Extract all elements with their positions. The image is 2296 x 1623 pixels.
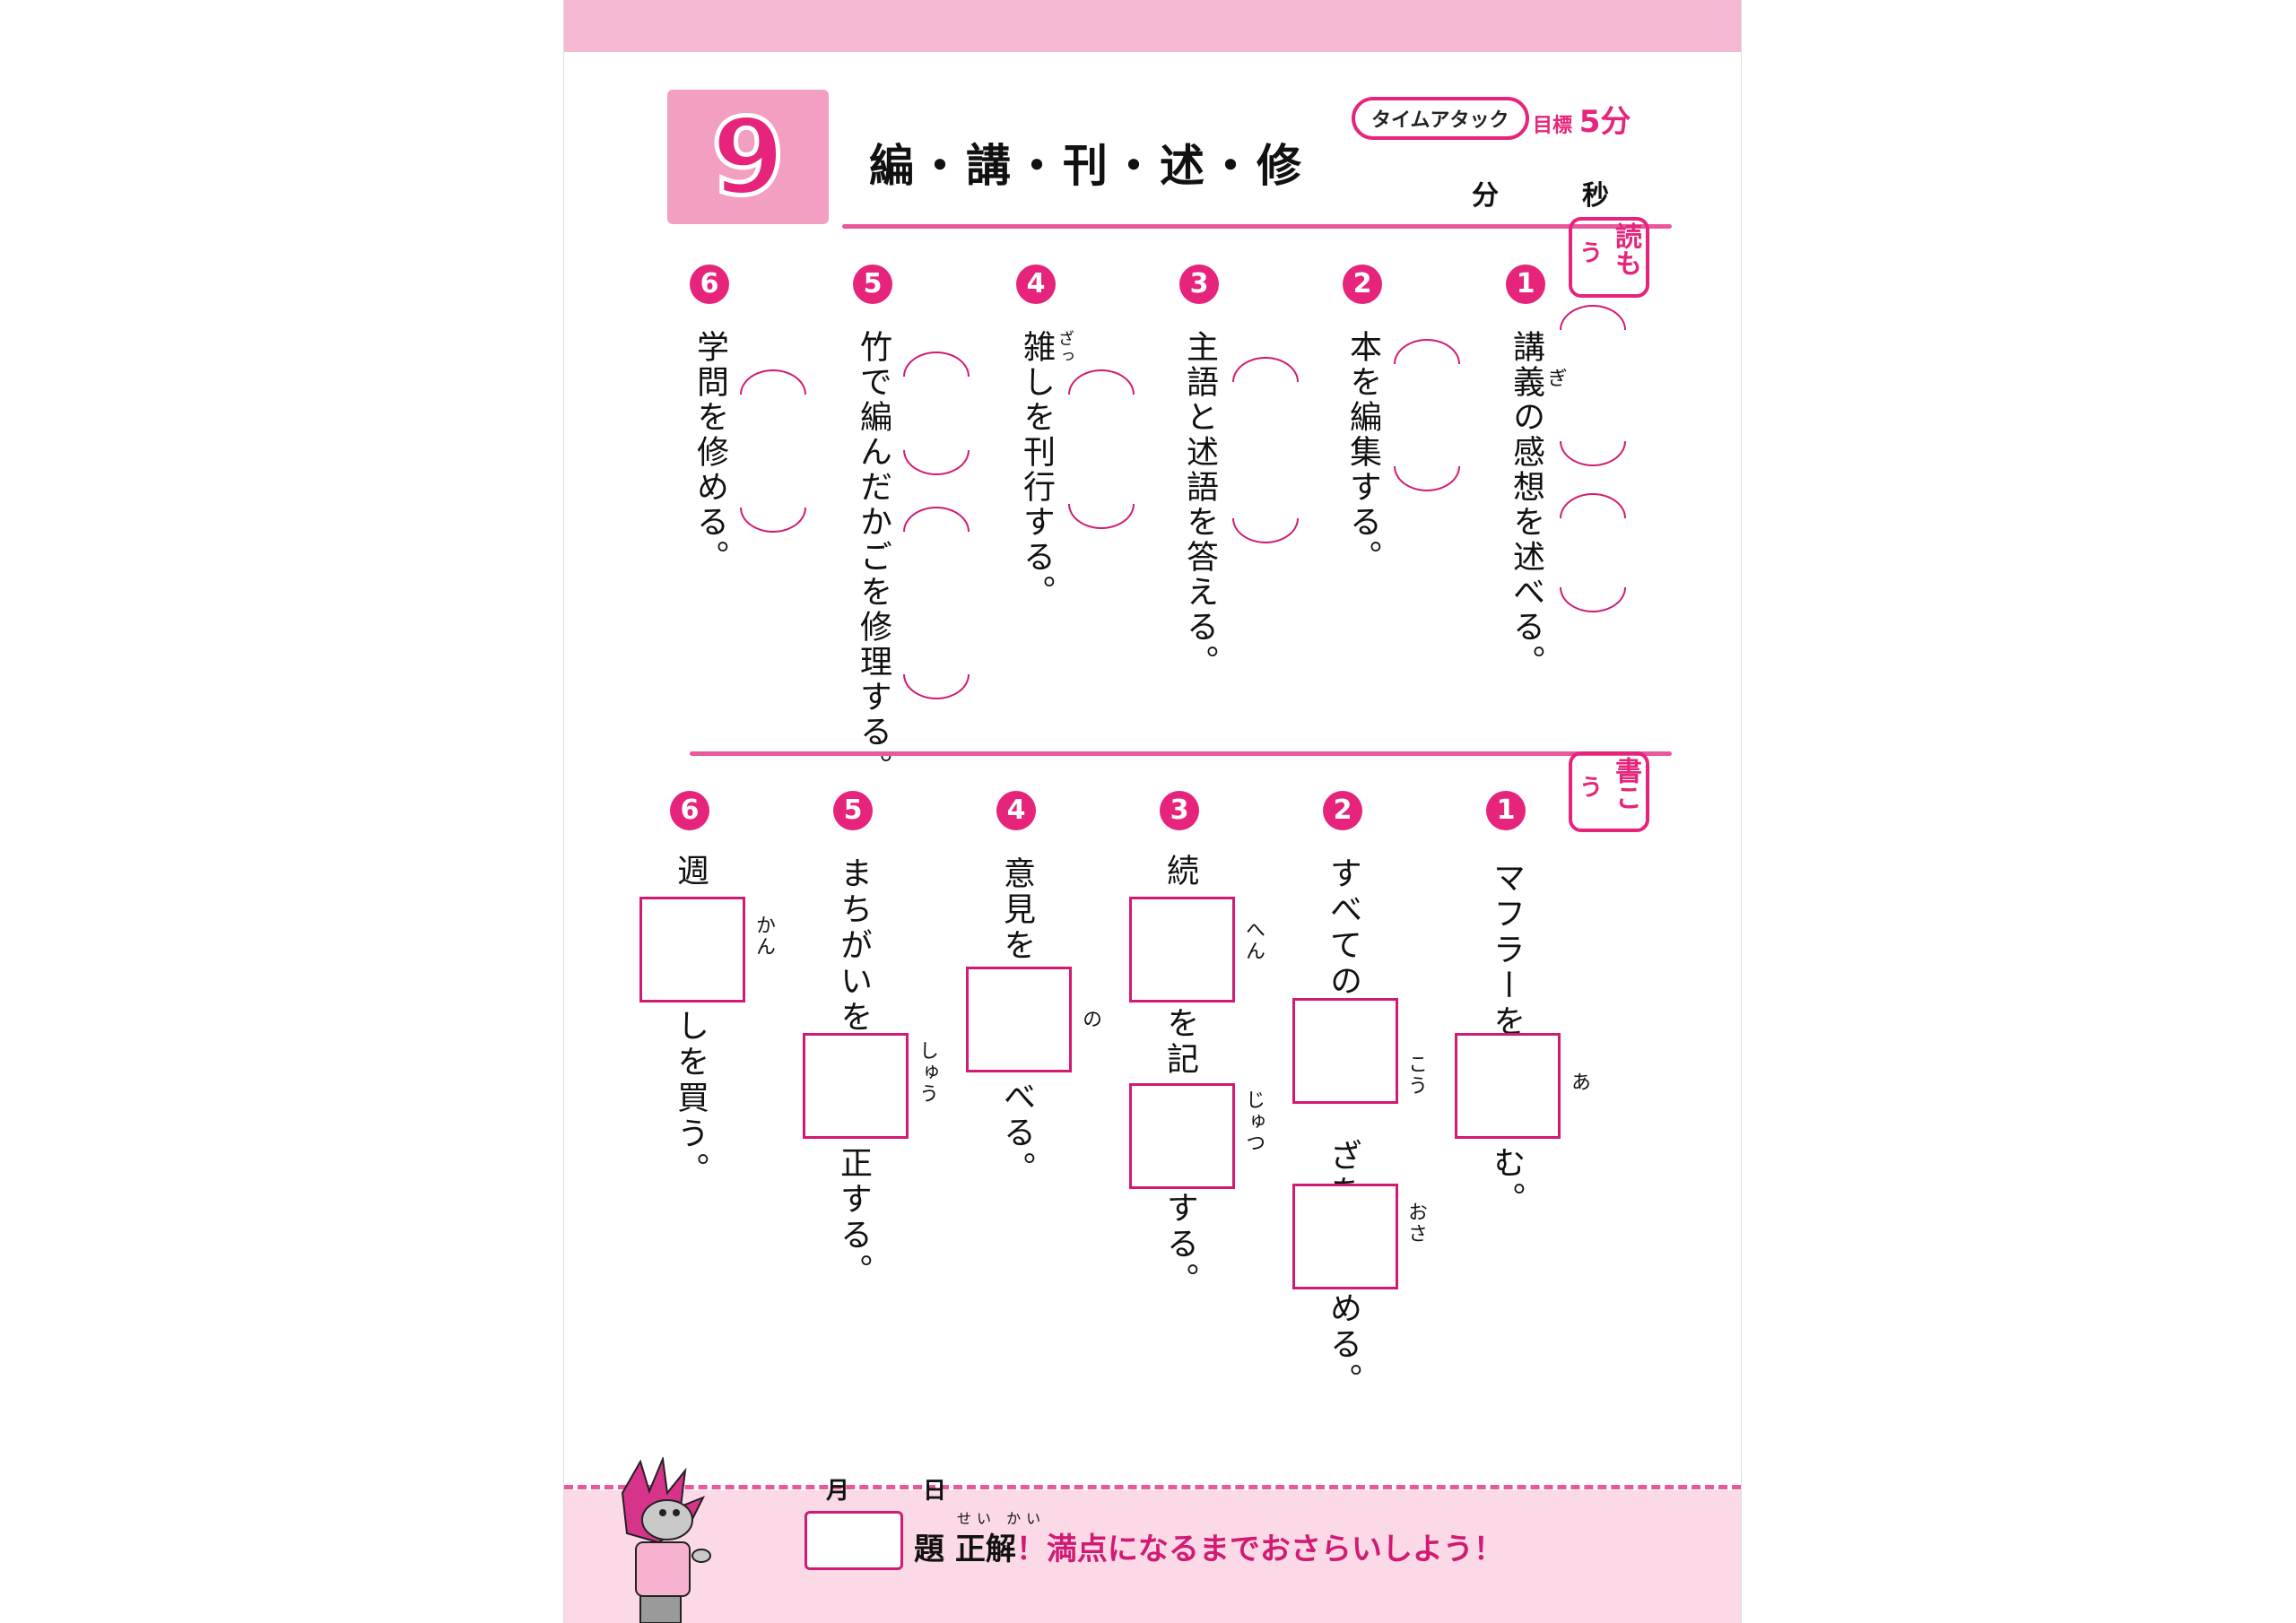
writing-q1-furigana: あ: [1568, 1072, 1590, 1093]
writing-q6-answer-box[interactable]: [639, 897, 745, 1002]
writing-q3-furigana-1: へん: [1242, 919, 1265, 962]
writing-q3-answer-box-2[interactable]: [1129, 1083, 1235, 1189]
reading-stamp-big: 読も: [1610, 222, 1641, 276]
footer-dashed-line: [564, 1485, 1741, 1489]
reading-q6-answer-bracket-bottom: [740, 508, 806, 533]
writing-q3-mid: を記: [1161, 1006, 1198, 1078]
target-value: 5分: [1578, 104, 1631, 140]
reading-q1-answer2-bracket-top: [1560, 493, 1626, 518]
lesson-title: 編・講・刊・述・修: [869, 140, 1305, 192]
reading-q4-text: 雑しを刊行する。: [1018, 330, 1055, 610]
month-label: 月: [826, 1478, 850, 1505]
writing-q1-number: 1: [1486, 791, 1526, 830]
section-divider-middle: [690, 751, 1672, 756]
writing-q3-answer-box-1[interactable]: [1129, 897, 1235, 1002]
writing-q5-post: 正する。: [835, 1146, 872, 1289]
time-attack-badge: タイムアタック: [1352, 97, 1529, 140]
reading-q1-furigana: ぎ: [1544, 368, 1566, 389]
reading-q1-text: 講義の感想を述べる。: [1508, 330, 1544, 680]
correct-furigana: せい かい: [957, 1510, 1047, 1527]
writing-stamp-big: 書こ: [1610, 757, 1641, 811]
reading-q3-number: 3: [1179, 265, 1219, 304]
reading-q5-answer-bracket-bottom: [903, 450, 970, 475]
reading-q4-answer-bracket-top: [1068, 369, 1135, 395]
writing-q3-number: 3: [1160, 791, 1199, 830]
reading-q1-answer-bracket-top: [1560, 305, 1626, 330]
reading-q2-number: 2: [1343, 265, 1382, 304]
reading-q6-answer-bracket-top: [740, 369, 806, 395]
reading-stamp: う 読も: [1569, 217, 1649, 298]
target-time: 目標 5分: [1533, 97, 1631, 141]
writing-q5-answer-box[interactable]: [803, 1033, 909, 1139]
reading-q1-number: 1: [1506, 265, 1545, 304]
writing-stamp-small: う: [1579, 775, 1604, 802]
reading-q1-answer2-bracket-bottom: [1560, 587, 1626, 612]
score-input-box[interactable]: [804, 1511, 903, 1570]
reading-q3-answer-bracket-top: [1232, 357, 1299, 382]
writing-q2-pre: すべての: [1325, 856, 1361, 1000]
writing-q6-furigana: かん: [752, 915, 775, 958]
writing-q4-answer-box[interactable]: [966, 967, 1072, 1072]
reading-q3-answer-bracket-bottom: [1232, 518, 1299, 543]
writing-q4-furigana: の: [1079, 1009, 1101, 1030]
reading-q5-answer-bracket-top: [903, 352, 970, 377]
reading-q3-text: 主語と述語を答える。: [1181, 330, 1218, 680]
writing-q2-answer-box-2[interactable]: [1292, 1184, 1398, 1289]
writing-q2-number: 2: [1323, 791, 1362, 830]
section-divider-top: [842, 224, 1672, 229]
reading-q2-answer-bracket-bottom: [1394, 466, 1460, 491]
writing-q4-pre: 意見を: [998, 856, 1035, 964]
reading-q5-number: 5: [853, 265, 892, 304]
writing-q3-furigana-2: じゅつ: [1242, 1089, 1265, 1154]
hedgehog-mascot-icon: [621, 1457, 711, 1623]
writing-q2-furigana-2: おさ: [1405, 1202, 1427, 1245]
writing-q1-pre: マフラーを: [1488, 861, 1525, 1040]
lesson-number-badge: 9: [667, 90, 829, 224]
reading-q2-text: 本を編集する。: [1344, 330, 1381, 575]
writing-q5-number: 5: [833, 791, 873, 830]
worksheet-page: 9 編・講・刊・述・修 タイムアタック 目標 5分 分 秒 う 読も 1 講義の…: [563, 0, 1742, 1623]
reading-q6-number: 6: [690, 265, 729, 304]
reading-q4-number: 4: [1016, 265, 1056, 304]
writing-q2-answer-box-1[interactable]: [1292, 998, 1398, 1104]
writing-q5-furigana: しゅう: [916, 1040, 938, 1105]
target-label: 目標: [1533, 115, 1573, 137]
footer-band: [564, 1490, 1741, 1623]
day-label: 日: [923, 1478, 947, 1505]
writing-q4-post: べる。: [998, 1080, 1035, 1187]
writing-q6-pre: 週: [672, 854, 709, 890]
reading-q5-answer2-bracket-bottom: [903, 674, 970, 699]
reading-stamp-small: う: [1579, 240, 1604, 267]
seconds-unit: 秒: [1582, 180, 1609, 212]
writing-q2-post: める。: [1325, 1291, 1361, 1399]
reading-q5-text: 竹で編んだかごを修理する。: [855, 330, 891, 785]
writing-q4-number: 4: [996, 791, 1036, 830]
writing-q3-post: する。: [1161, 1191, 1198, 1298]
correct-label: 正解: [954, 1532, 1016, 1567]
writing-q6-post: しを買う。: [672, 1009, 709, 1188]
writing-q1-post: む。: [1488, 1146, 1525, 1218]
writing-q3-pre: 続: [1161, 854, 1198, 890]
reading-q4-furigana: ざっ: [1056, 330, 1074, 366]
writing-q5-pre: まちがいを: [835, 856, 872, 1036]
reading-q1-answer-bracket-bottom: [1560, 441, 1626, 466]
writing-q1-answer-box[interactable]: [1455, 1033, 1561, 1139]
writing-stamp: う 書こ: [1569, 751, 1649, 832]
score-caption: 題 正解！満点になるまでおさらいしよう！: [914, 1524, 1504, 1568]
top-decor-band: [564, 0, 1741, 57]
encouragement-message: ！満点になるまでおさらいしよう！: [1015, 1532, 1504, 1567]
reading-q6-text: 学問を修める。: [691, 330, 728, 575]
lesson-number: 9: [709, 93, 787, 221]
minutes-unit: 分: [1472, 180, 1499, 212]
score-unit: 題: [914, 1532, 944, 1567]
reading-q5-answer2-bracket-top: [903, 507, 970, 532]
writing-q2-furigana-1: こう: [1405, 1054, 1427, 1097]
reading-q4-answer-bracket-bottom: [1068, 504, 1135, 529]
writing-q6-number: 6: [670, 791, 709, 830]
reading-q2-answer-bracket-top: [1394, 339, 1460, 364]
